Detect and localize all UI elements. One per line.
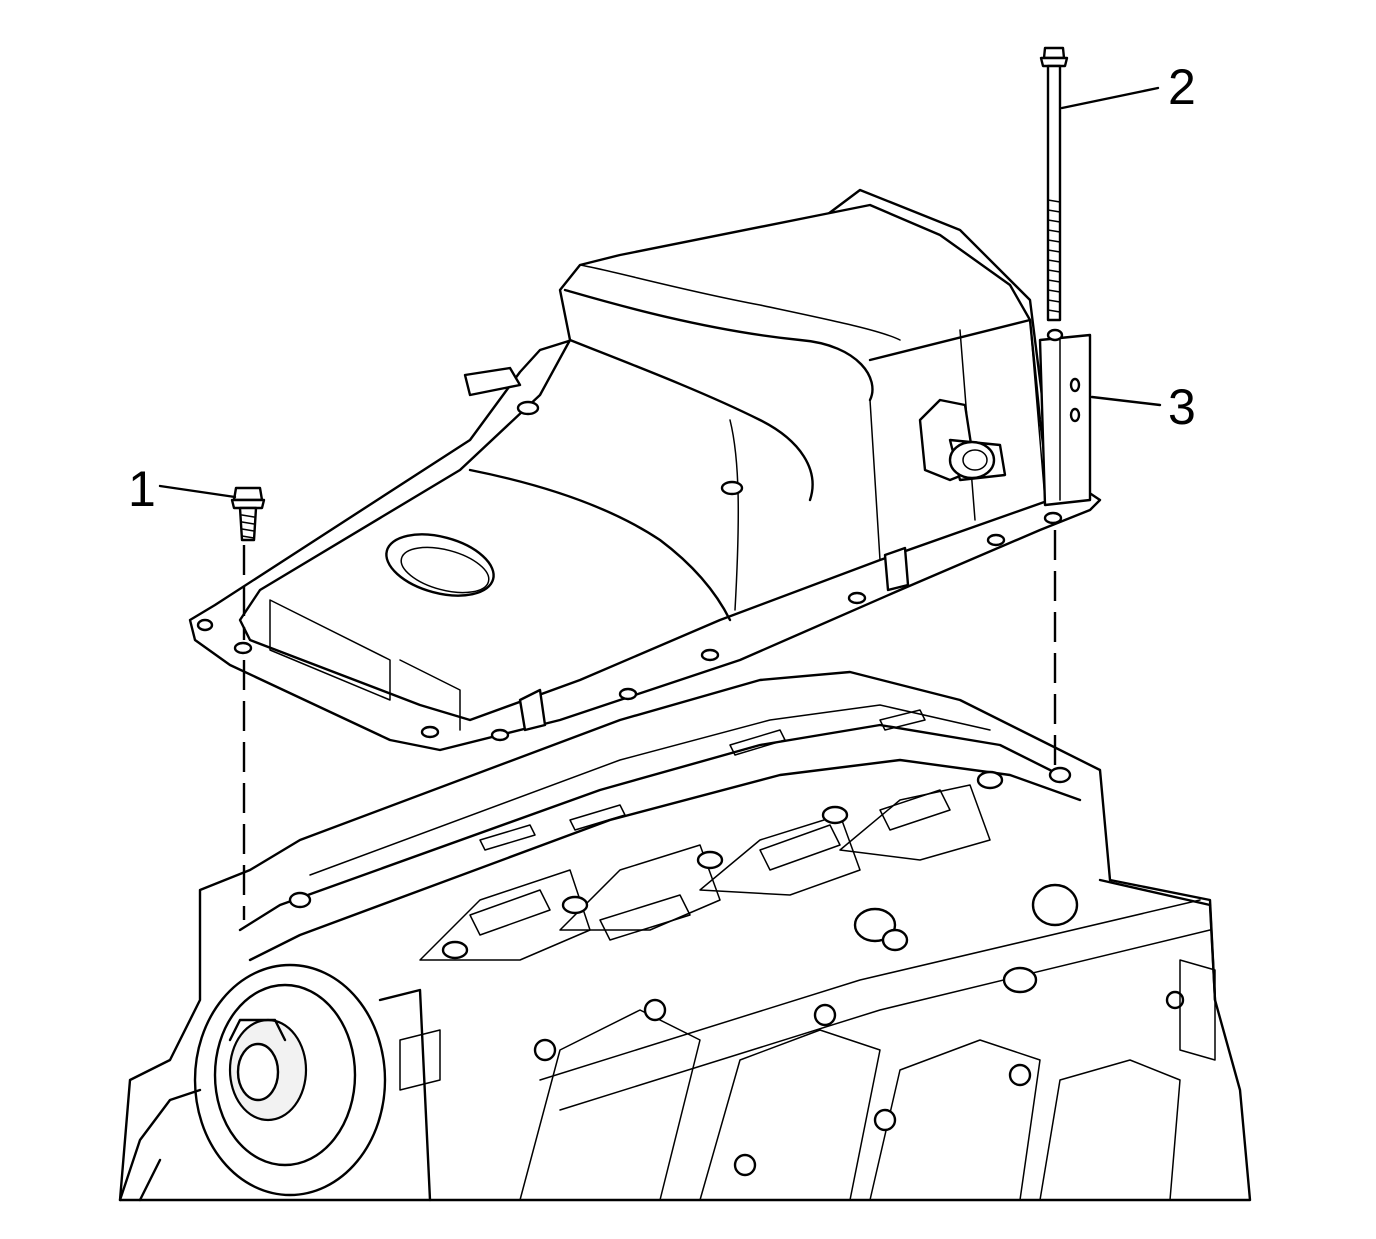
oil-pan — [188, 188, 1102, 752]
oil-level-sensor — [918, 398, 1007, 482]
leader-line-2 — [1060, 86, 1160, 110]
callout-label-3: 3 — [1168, 379, 1196, 435]
long-bolt — [1039, 46, 1069, 322]
alignment-lines — [242, 530, 1057, 920]
bolt — [230, 486, 266, 542]
engine-block — [118, 670, 1252, 1202]
leader-line-1 — [158, 484, 237, 499]
knock-sensor — [853, 883, 1079, 994]
callout-label-1: 1 — [128, 461, 156, 517]
callout-label-2: 2 — [1168, 59, 1196, 115]
crankshaft-balancer — [193, 963, 387, 1197]
leader-line-3 — [1090, 395, 1162, 407]
